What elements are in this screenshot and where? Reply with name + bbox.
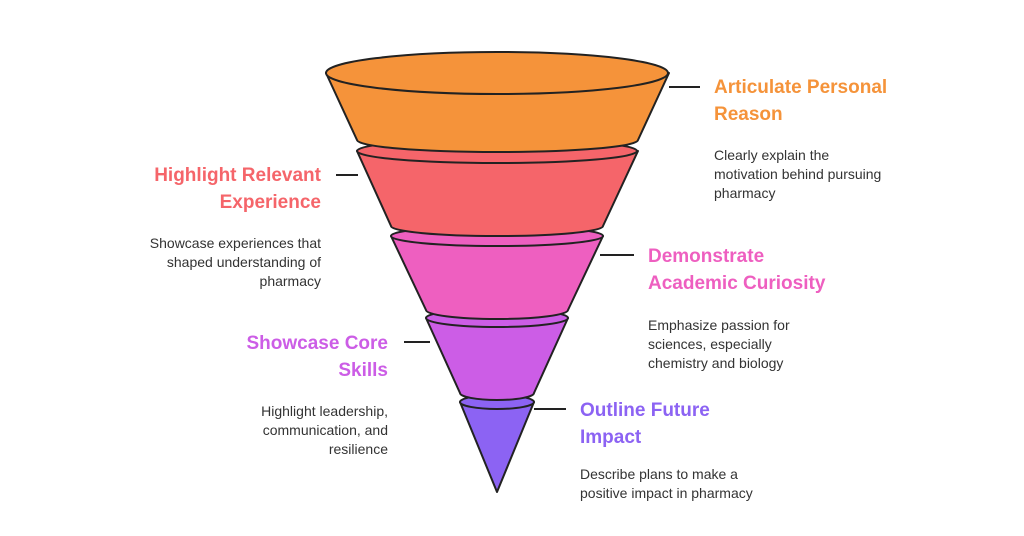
stage-4-title: Showcase Core Skills [247, 330, 389, 384]
stage-2-title: Highlight Relevant Experience [154, 162, 321, 216]
stage-1-desc-line: pharmacy [714, 185, 776, 201]
stage-4-title-line2: Skills [338, 360, 388, 381]
stage-3-title-line1: Demonstrate [648, 246, 765, 267]
stage-1-desc-line: motivation behind pursuing [714, 166, 882, 182]
stage-5-title: Outline Future Impact [580, 397, 710, 451]
stage-5-title-line2: Impact [580, 427, 642, 448]
stage-1-title: Articulate Personal Reason [714, 74, 887, 128]
stage-4-desc-line: resilience [328, 441, 388, 457]
stage-4-desc-line: Highlight leadership, [261, 403, 388, 419]
stage-2-desc-line: pharmacy [259, 273, 321, 289]
stage-2-desc-line: Showcase experiences that [149, 235, 321, 251]
funnel-stage-2 [356, 150, 639, 237]
funnel-stage-1 [325, 72, 670, 154]
stage-5-desc-line: positive impact in pharmacy [580, 485, 753, 501]
stage-1-title-line1: Articulate Personal [714, 77, 888, 98]
stage-4-title-line1: Showcase Core [246, 333, 389, 354]
stage-1-title-line2: Reason [714, 104, 783, 125]
stage-2-title-line2: Experience [219, 192, 321, 213]
stage-3-desc-line: sciences, especially [648, 336, 772, 352]
stage-1-desc-line: Clearly explain the [714, 147, 830, 163]
stage-3-description: Emphasize passion for sciences, especial… [648, 316, 790, 373]
stage-2-description: Showcase experiences that shaped underst… [150, 234, 321, 291]
funnel-stage-1-top [325, 51, 669, 95]
stage-4-desc-line: communication, and [262, 422, 388, 438]
funnel-stage-5 [459, 401, 535, 493]
funnel-stage-4 [425, 317, 569, 401]
stage-5-title-line1: Outline Future [580, 400, 710, 421]
stage-2-title-line1: Highlight Relevant [154, 165, 321, 186]
stage-5-description: Describe plans to make a positive impact… [580, 465, 753, 503]
stage-1-description: Clearly explain the motivation behind pu… [714, 146, 881, 203]
stage-3-title-line2: Academic Curiosity [648, 273, 826, 294]
stage-3-desc-line: Emphasize passion for [648, 317, 790, 333]
stage-3-desc-line: chemistry and biology [648, 355, 784, 371]
stage-3-title: Demonstrate Academic Curiosity [648, 243, 825, 297]
stage-4-description: Highlight leadership, communication, and… [261, 402, 388, 459]
stage-2-desc-line: shaped understanding of [166, 254, 321, 270]
funnel-stage-3 [390, 235, 604, 320]
stage-5-desc-line: Describe plans to make a [580, 466, 738, 482]
